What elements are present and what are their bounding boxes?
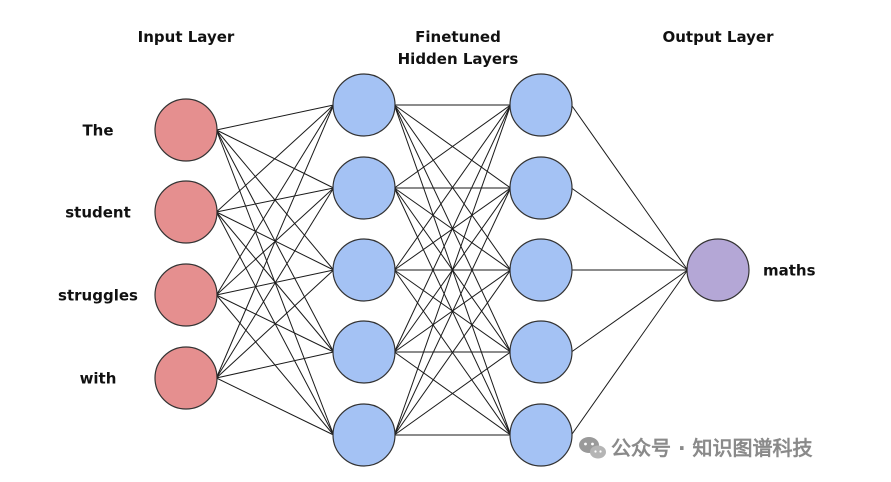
edge-input-3-hidden1-2 [216,269,334,379]
token-labels: The student struggles with maths [58,122,816,388]
wechat-icon [579,437,606,459]
hidden2-node-1 [509,156,573,220]
edge-hidden1-4-hidden2-0 [393,104,512,436]
input-node-1 [154,180,218,244]
hidden2-node-0 [509,73,573,137]
hidden1-node-3 [332,320,396,384]
edge-input-0-hidden1-0 [216,104,334,131]
edge-hidden2-4-output [570,269,689,436]
hidden1-node-1 [332,156,396,220]
edge-hidden1-4-hidden2-1 [393,187,512,436]
edge-input-3-hidden1-3 [216,351,334,379]
watermark-text: 公众号 · 知识图谱科技 [611,436,814,460]
edge-hidden1-1-hidden2-0 [394,104,511,189]
input-layer-title: Input Layer [138,28,235,46]
edge-hidden1-3-hidden2-0 [393,104,512,353]
hidden-layers-title-line2: Hidden Layers [398,50,519,68]
edge-hidden2-0-output [570,104,689,271]
hidden1-node-4 [332,403,396,467]
hidden2-node-3 [509,320,573,384]
hidden2-node-2 [509,238,573,302]
output-layer-title: Output Layer [663,28,775,46]
input-token-label: student [65,204,131,222]
edge-input-3-hidden1-4 [216,377,334,436]
output-node [686,238,750,302]
hidden1-node-0 [332,73,396,137]
input-node-2 [154,263,218,327]
edge-hidden1-4-hidden2-2 [393,269,512,436]
hidden-layers-title-line1: Finetuned [415,28,501,46]
watermark: 公众号 · 知识图谱科技 [579,436,814,460]
edge-input-2-hidden1-0 [215,104,335,296]
output-token-label: maths [763,262,816,280]
connection-edges [215,104,689,436]
hidden1-node-2 [332,238,396,302]
input-node-3 [154,346,218,410]
edge-hidden2-1-output [571,187,688,271]
edge-input-1-hidden1-0 [216,104,334,213]
edge-input-3-hidden1-0 [215,104,335,379]
input-node-0 [154,98,218,162]
network-nodes [154,73,750,467]
edge-hidden1-2-hidden2-0 [393,104,512,271]
edge-input-3-hidden1-1 [215,187,335,379]
hidden2-node-4 [509,403,573,467]
input-token-label: struggles [58,287,138,305]
edge-hidden2-3-output [571,269,688,353]
edge-hidden1-4-hidden2-3 [394,351,511,436]
input-token-label: with [80,370,117,388]
input-token-label: The [82,122,113,140]
